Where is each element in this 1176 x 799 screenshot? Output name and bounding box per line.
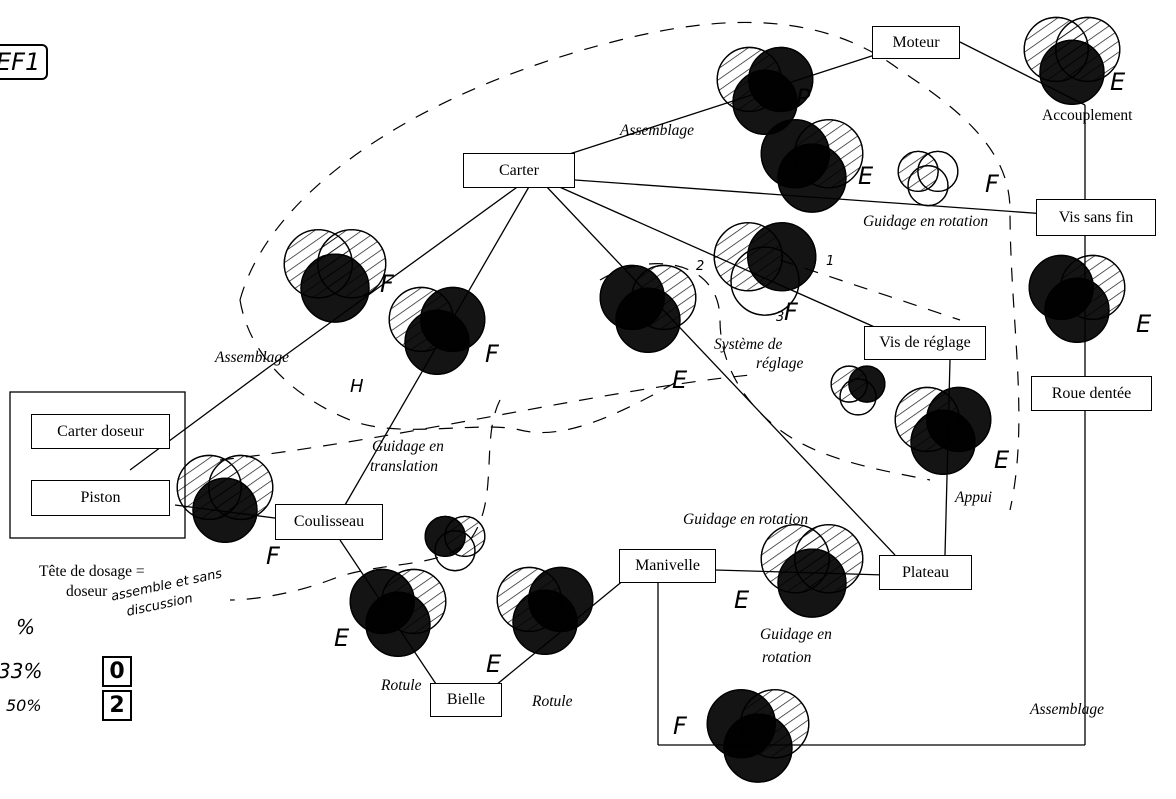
letter-e-roue: E	[1136, 310, 1152, 338]
venn-relevance-icon	[897, 150, 959, 207]
label-rotule-right: Rotule	[532, 693, 573, 710]
letter-p: P	[796, 84, 811, 112]
venn-relevance-icon	[760, 119, 864, 213]
letter-f-reglage: F	[784, 298, 798, 326]
number-2: 2	[696, 259, 705, 274]
venn-relevance-icon	[424, 515, 486, 572]
label-guidage-translation-1: Guidage en	[372, 438, 444, 455]
venn-relevance-icon	[496, 566, 594, 655]
venn-relevance-icon	[1023, 16, 1121, 105]
label-assemblage-bottom: Assemblage	[1030, 701, 1105, 718]
venn-relevance-icon	[830, 365, 886, 416]
group-caption-line2: doseur	[66, 583, 108, 600]
group-caption-line1: Tête de dosage =	[39, 563, 145, 580]
annotation-row1-value: 0	[102, 656, 132, 687]
letter-h-left: H	[350, 376, 364, 397]
label-assemblage-top: Assemblage	[620, 122, 695, 139]
label-rotule-left: Rotule	[381, 677, 422, 694]
letter-f-bottom: F	[673, 712, 687, 740]
letter-e-rotule-right: E	[486, 650, 502, 678]
letter-e-appui: E	[994, 446, 1010, 474]
number-3: 3	[776, 310, 785, 325]
label-guidage-rotation-low-2: rotation	[762, 649, 812, 666]
annotation-percent: %	[16, 615, 36, 639]
venn-relevance-icon	[716, 46, 814, 135]
venn-relevance-icon	[283, 229, 387, 323]
letter-f-assemblage-left: F	[380, 270, 394, 298]
node-piston[interactable]: Piston	[31, 480, 170, 516]
venn-relevance-icon	[713, 222, 817, 316]
label-guidage-rotation-top: Guidage en rotation	[863, 213, 989, 230]
letter-f-piston: F	[266, 542, 280, 570]
venn-symbols	[176, 16, 1126, 783]
letter-e-guidage: E	[858, 162, 874, 190]
node-manivelle[interactable]: Manivelle	[619, 549, 716, 583]
label-appui: Appui	[955, 489, 993, 506]
venn-relevance-icon	[760, 524, 864, 618]
node-vis-de-reglage[interactable]: Vis de réglage	[864, 326, 986, 360]
venn-relevance-icon	[706, 689, 810, 783]
letter-f-guidage: F	[985, 170, 999, 198]
label-assemblage-left: Assemblage	[215, 349, 290, 366]
venn-relevance-icon	[388, 286, 486, 375]
letter-e-center: E	[672, 366, 688, 394]
letter-e-manivelle: E	[734, 586, 750, 614]
node-roue-dentee[interactable]: Roue dentée	[1031, 376, 1152, 411]
number-1: 1	[826, 254, 835, 269]
node-coulisseau[interactable]: Coulisseau	[275, 504, 383, 540]
letter-f-translation: F	[485, 340, 499, 368]
label-guidage-translation-2: translation	[370, 458, 439, 475]
venn-relevance-icon	[1028, 254, 1126, 343]
node-bielle[interactable]: Bielle	[430, 683, 502, 717]
venn-relevance-icon	[894, 386, 992, 475]
venn-relevance-icon	[599, 264, 697, 353]
label-systeme-reglage-1: Système de	[714, 336, 783, 353]
venn-relevance-icon	[349, 568, 447, 657]
label-systeme-reglage-2: réglage	[756, 355, 804, 372]
label-guidage-rotation-low-1: Guidage en	[760, 626, 832, 643]
annotation-row2-value: 2	[102, 690, 132, 721]
node-plateau[interactable]: Plateau	[879, 555, 972, 590]
label-guidage-rotation-mid: Guidage en rotation	[683, 511, 809, 528]
annotation-row2-pct: 50%	[6, 696, 42, 715]
annotation-header: EF1	[0, 44, 49, 80]
node-carter[interactable]: Carter	[463, 153, 575, 188]
venn-relevance-icon	[176, 454, 274, 543]
letter-e-rotule-left: E	[334, 624, 350, 652]
node-carter-doseur[interactable]: Carter doseur	[31, 414, 170, 449]
annotation-row1-pct: 33%	[0, 659, 43, 683]
node-moteur[interactable]: Moteur	[872, 26, 960, 59]
letter-e-accouplement: E	[1110, 68, 1126, 96]
node-vis-sans-fin[interactable]: Vis sans fin	[1036, 199, 1156, 236]
label-accouplement: Accouplement	[1042, 107, 1133, 124]
